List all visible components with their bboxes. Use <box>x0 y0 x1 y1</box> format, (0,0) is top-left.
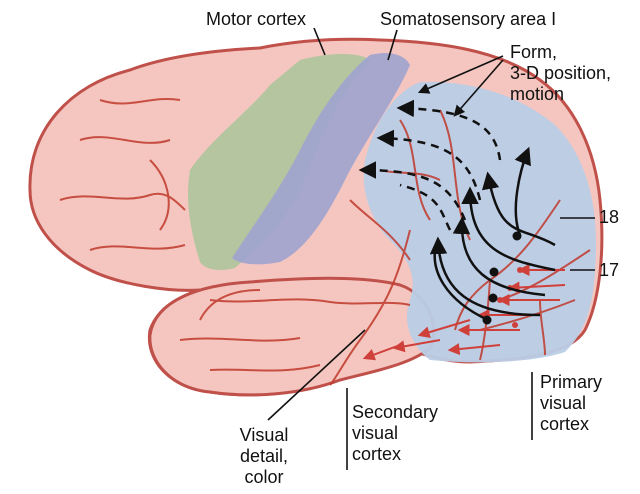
label-primary-line-2: visual <box>540 393 602 414</box>
label-motor-cortex: Motor cortex <box>206 9 306 30</box>
temporal-lobe <box>150 278 434 395</box>
label-secondary-line-2: visual <box>352 423 438 444</box>
label-detail-line-3: color <box>228 467 300 488</box>
label-secondary-line-3: cortex <box>352 444 438 465</box>
label-secondary-line-1: Secondary <box>352 402 438 423</box>
label-form-line-3: motion <box>510 84 611 105</box>
label-primary-line-3: cortex <box>540 414 602 435</box>
label-area-18: 18 <box>599 207 619 228</box>
label-secondary-visual-cortex: Secondary visual cortex <box>352 402 438 465</box>
label-primary-line-1: Primary <box>540 372 602 393</box>
label-area-17: 17 <box>599 260 619 281</box>
label-detail-line-2: detail, <box>228 446 300 467</box>
label-visual-detail-color: Visual detail, color <box>228 425 300 488</box>
label-somatosensory-area: Somatosensory area I <box>380 9 556 30</box>
label-form-line-2: 3-D position, <box>510 63 611 84</box>
label-form-motion: Form, 3-D position, motion <box>510 42 611 105</box>
label-primary-visual-cortex: Primary visual cortex <box>540 372 602 435</box>
label-form-line-1: Form, <box>510 42 611 63</box>
label-detail-line-1: Visual <box>228 425 300 446</box>
